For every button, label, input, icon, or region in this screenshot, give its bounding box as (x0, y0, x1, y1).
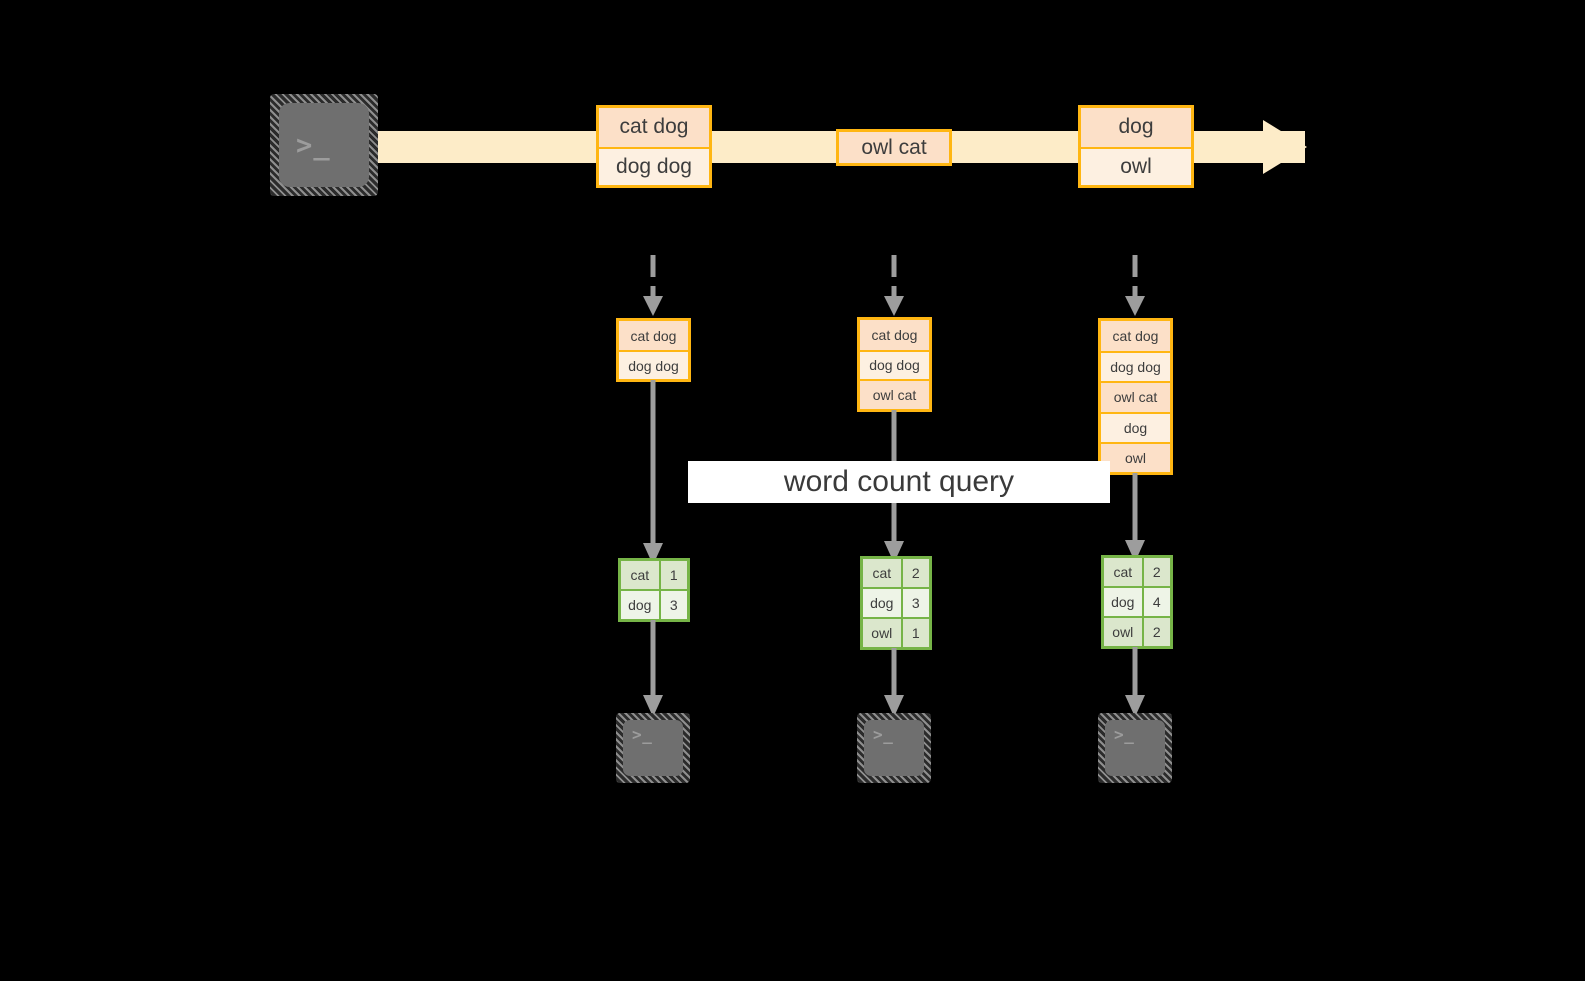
stage-1-input-box[interactable]: cat dog dog dog (616, 318, 691, 382)
source-terminal-icon[interactable]: >_ (270, 94, 378, 196)
terminal-body (279, 103, 369, 187)
stage-input-row: cat dog (1101, 321, 1170, 352)
table-row: owl 1 (863, 617, 929, 647)
stage-3-sink-terminal-icon[interactable]: >_ (1098, 713, 1172, 783)
stage-1-sink-terminal-icon[interactable]: >_ (616, 713, 690, 783)
stage-2-result-table[interactable]: cat 2 dog 3 owl 1 (860, 556, 932, 650)
query-label-text: word count query (783, 465, 1015, 498)
stage-input-row: dog dog (619, 350, 688, 379)
timeline-record-group-2[interactable]: owl cat (836, 129, 952, 166)
result-count-cell: 3 (902, 589, 929, 617)
stage-3-input-box[interactable]: cat dog dog dog owl cat dog owl (1098, 318, 1173, 475)
timeline-record-group-3[interactable]: dog owl (1078, 105, 1194, 188)
table-row: owl 2 (1104, 616, 1170, 646)
timeline-arrowhead (1263, 120, 1307, 174)
timeline-record-cell: dog (1081, 108, 1191, 147)
table-row: cat 2 (1104, 558, 1170, 586)
result-word-cell: cat (1104, 558, 1144, 586)
stage-input-row: dog dog (1101, 351, 1170, 382)
table-row: cat 1 (621, 561, 687, 589)
result-count-cell: 1 (902, 619, 929, 647)
timeline-record-group-1[interactable]: cat dog dog dog (596, 105, 712, 188)
solid-arrow-stage-1-sink (640, 620, 666, 718)
result-count-cell: 4 (1143, 588, 1170, 616)
stage-input-row: owl cat (860, 379, 929, 409)
terminal-prompt-glyph: >_ (1114, 725, 1135, 744)
terminal-body (864, 720, 924, 776)
dashed-arrow-stage-3 (1120, 255, 1150, 317)
stage-input-row: owl (1101, 441, 1170, 472)
timeline-record-cell: cat dog (599, 108, 709, 147)
dashed-arrow-stage-1 (638, 255, 668, 317)
terminal-body (1105, 720, 1165, 776)
stage-3-result-table[interactable]: cat 2 dog 4 owl 2 (1101, 555, 1173, 649)
terminal-prompt-glyph: >_ (632, 725, 653, 744)
dashed-arrow-stage-2 (879, 255, 909, 317)
timeline-record-cell: dog dog (599, 146, 709, 185)
result-word-cell: cat (863, 559, 903, 587)
table-row: dog 4 (1104, 586, 1170, 616)
result-word-cell: dog (1104, 588, 1144, 616)
solid-arrow-stage-3-query (1122, 473, 1148, 563)
stage-input-row: owl cat (1101, 381, 1170, 412)
stage-input-row: dog (1101, 411, 1170, 442)
stage-input-row: cat dog (619, 321, 688, 350)
table-row: dog 3 (863, 587, 929, 617)
result-word-cell: owl (863, 619, 903, 647)
query-label-band: word count query (688, 461, 1110, 503)
stage-input-row: dog dog (860, 349, 929, 380)
result-count-cell: 1 (660, 561, 687, 589)
timeline-record-cell: owl cat (839, 132, 949, 163)
stage-1-result-table[interactable]: cat 1 dog 3 (618, 558, 690, 622)
timeline-record-cell: owl (1081, 146, 1191, 185)
table-row: cat 2 (863, 559, 929, 587)
solid-arrow-stage-2-sink (881, 648, 907, 718)
terminal-body (623, 720, 683, 776)
result-count-cell: 3 (660, 591, 687, 619)
result-word-cell: owl (1104, 618, 1144, 646)
result-word-cell: dog (863, 589, 903, 617)
solid-arrow-stage-3-sink (1122, 647, 1148, 718)
result-count-cell: 2 (1143, 558, 1170, 586)
solid-arrow-stage-1-query (640, 380, 666, 566)
result-word-cell: dog (621, 591, 661, 619)
terminal-prompt-glyph: >_ (296, 129, 331, 161)
stage-2-input-box[interactable]: cat dog dog dog owl cat (857, 317, 932, 412)
result-word-cell: cat (621, 561, 661, 589)
stage-input-row: cat dog (860, 320, 929, 350)
result-count-cell: 2 (902, 559, 929, 587)
stage-2-sink-terminal-icon[interactable]: >_ (857, 713, 931, 783)
table-row: dog 3 (621, 589, 687, 619)
result-count-cell: 2 (1143, 618, 1170, 646)
terminal-prompt-glyph: >_ (873, 725, 894, 744)
